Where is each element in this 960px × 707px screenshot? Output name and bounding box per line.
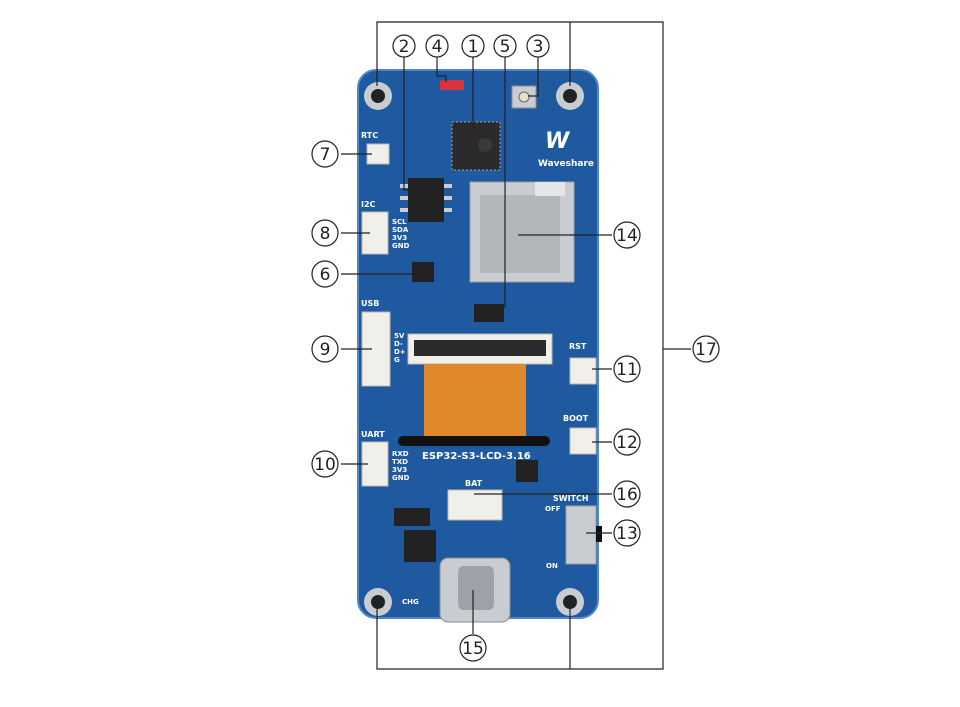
callout-1-label: 1 xyxy=(468,37,479,57)
leader-4 xyxy=(436,56,447,82)
callout-3: 3 xyxy=(526,34,550,58)
silk-uart-pin-3: 3V3 xyxy=(392,466,407,474)
callouts: 1 2 3 4 5 6 7 8 9 10 11 12 13 14 15 16 1… xyxy=(311,34,720,662)
silk-uart-pin-1: RXD xyxy=(392,450,409,458)
charging-chip xyxy=(516,460,538,482)
callout-8-label: 8 xyxy=(320,224,331,244)
silk-i2c-pin-3: 3V3 xyxy=(392,234,407,242)
silk-boot: BOOT xyxy=(563,414,589,423)
silk-usb-pin-1: 5V xyxy=(394,332,405,340)
silk-switch: SWITCH xyxy=(553,494,589,503)
callout-16-label: 16 xyxy=(616,485,638,505)
brand-mark: W xyxy=(545,129,571,154)
power-switch: SWITCH OFF ON xyxy=(545,494,602,570)
silk-on: ON xyxy=(546,562,558,570)
callout-4-label: 4 xyxy=(432,37,443,57)
callout-11: 11 xyxy=(613,355,641,383)
silk-uart-pin-4: GND xyxy=(392,474,410,482)
lcd-fpc-connector xyxy=(407,333,553,365)
callout-17-label: 17 xyxy=(695,340,717,360)
callout-2: 2 xyxy=(392,34,416,58)
callout-leaders xyxy=(341,21,691,670)
silk-i2c-pin-4: GND xyxy=(392,242,410,250)
leader-17-frame xyxy=(376,21,664,670)
board-slot xyxy=(398,436,550,446)
silk-rtc: RTC xyxy=(361,131,378,140)
esp32-s3-chip xyxy=(451,121,501,171)
brand-logo: W Waveshare xyxy=(538,129,594,169)
callout-14: 14 xyxy=(613,221,641,249)
callout-17: 17 xyxy=(692,335,720,363)
i2c-connector: I2C SCL SDA 3V3 GND xyxy=(361,200,410,255)
mounting-hole-top-right xyxy=(556,82,584,110)
silk-usb-pin-2: D- xyxy=(394,340,403,348)
board-model-label: ESP32-S3-LCD-3.16 xyxy=(422,451,531,462)
callout-7: 7 xyxy=(311,140,339,168)
silk-rst: RST xyxy=(569,342,587,351)
callout-13-label: 13 xyxy=(616,524,638,544)
power-chip xyxy=(394,508,430,526)
lcd-flex-cable xyxy=(424,364,526,436)
mounting-hole-top-left xyxy=(364,82,392,110)
callout-3-label: 3 xyxy=(533,37,544,57)
callout-6: 6 xyxy=(311,260,339,288)
silk-uart-pin-2: TXD xyxy=(392,458,408,466)
callout-15: 15 xyxy=(459,634,487,662)
flash-chip xyxy=(400,178,452,222)
silk-bat: BAT xyxy=(465,479,483,488)
callout-8: 8 xyxy=(311,219,339,247)
callout-12-label: 12 xyxy=(616,433,638,453)
callout-11-label: 11 xyxy=(616,360,638,380)
silk-uart: UART xyxy=(361,430,385,439)
callout-4: 4 xyxy=(425,34,449,58)
tf-card-slot xyxy=(469,181,575,283)
silk-usb: USB xyxy=(361,299,379,308)
brand-name: Waveshare xyxy=(538,159,594,169)
silk-i2c: I2C xyxy=(361,200,376,209)
callout-10: 10 xyxy=(311,450,339,478)
silk-usb-pin-3: D+ xyxy=(394,348,406,356)
callout-13: 13 xyxy=(613,519,641,547)
callout-6-label: 6 xyxy=(320,265,331,285)
boot-button: BOOT xyxy=(563,414,597,455)
callout-5-label: 5 xyxy=(500,37,511,57)
mounting-holes xyxy=(364,82,584,616)
callout-16: 16 xyxy=(613,480,641,508)
imu-chip xyxy=(474,304,504,322)
silk-i2c-pin-1: SCL xyxy=(392,218,407,226)
callout-12: 12 xyxy=(613,428,641,456)
usb-c-port xyxy=(439,557,511,623)
callout-5: 5 xyxy=(493,34,517,58)
callout-2-label: 2 xyxy=(399,37,410,57)
callout-10-label: 10 xyxy=(314,455,336,475)
mounting-hole-bottom-left xyxy=(364,588,392,616)
leader-2 xyxy=(403,56,422,191)
reset-button: RST xyxy=(569,342,597,385)
silk-off: OFF xyxy=(545,505,561,513)
silk-usb-pin-4: G xyxy=(394,356,400,364)
rtc-chip xyxy=(412,262,434,282)
inductor xyxy=(404,530,436,562)
callout-7-label: 7 xyxy=(320,145,331,165)
battery-connector: BAT xyxy=(447,479,503,521)
leader-3 xyxy=(528,56,539,97)
antenna-connector xyxy=(511,85,537,109)
power-led xyxy=(440,80,464,90)
callout-14-label: 14 xyxy=(616,226,638,246)
callout-1: 1 xyxy=(461,34,485,58)
silk-i2c-pin-2: SDA xyxy=(392,226,409,234)
callout-9: 9 xyxy=(311,335,339,363)
callout-9-label: 9 xyxy=(320,340,331,360)
callout-15-label: 15 xyxy=(462,639,484,659)
silk-chg: CHG xyxy=(402,598,419,606)
mounting-hole-bottom-right xyxy=(556,588,584,616)
usb-header-connector: USB 5V D- D+ G xyxy=(361,299,406,387)
